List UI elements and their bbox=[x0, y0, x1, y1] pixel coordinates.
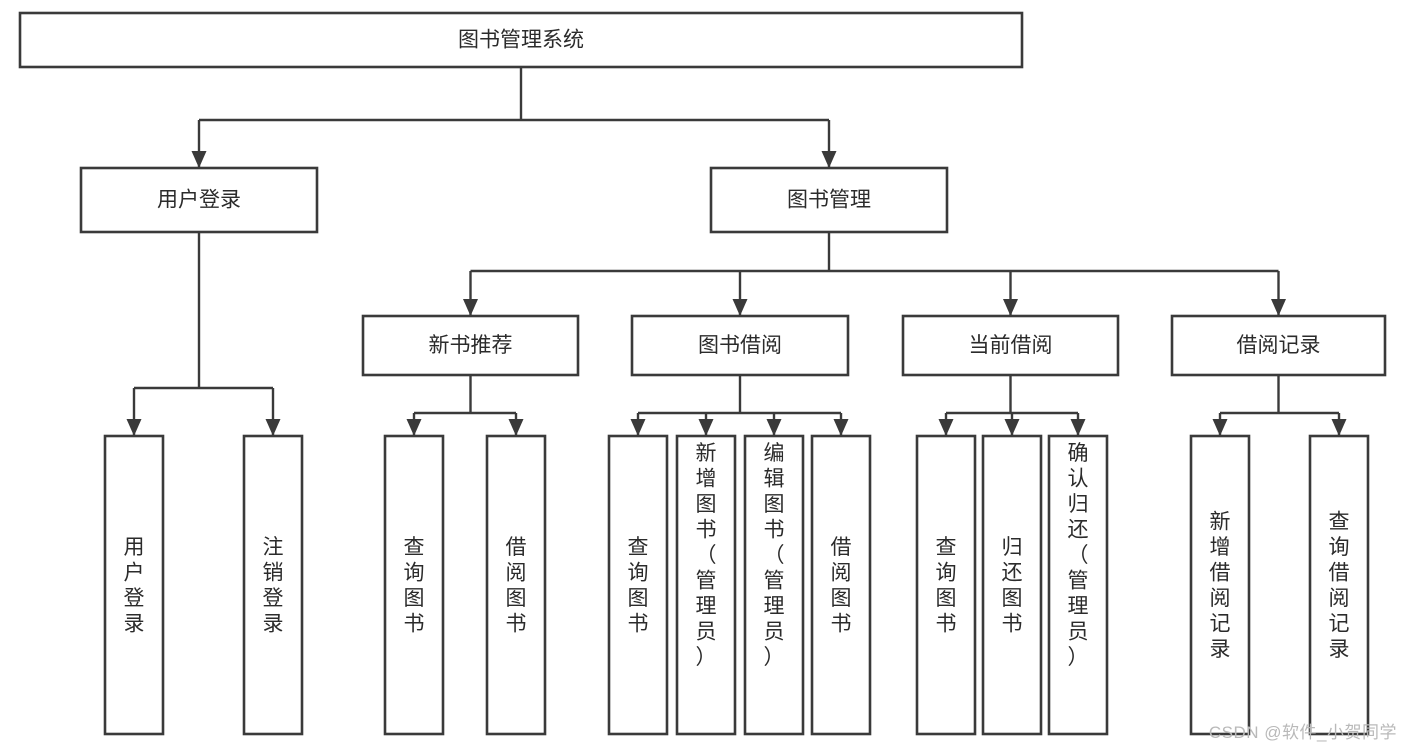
node-leaf-add-book-rect bbox=[675, 434, 737, 736]
node-leaf-borrow-book-2[interactable]: 借阅图书 bbox=[810, 434, 872, 736]
node-leaf-add-record[interactable]: 新增借阅记录 bbox=[1189, 434, 1251, 736]
connector-arrowhead bbox=[821, 151, 837, 168]
node-leaf-query-record-rect bbox=[1308, 434, 1370, 736]
node-root-system[interactable]: 图书管理系统 bbox=[18, 11, 1024, 69]
node-leaf-add-record-label: 新增借阅记录 bbox=[1210, 510, 1231, 661]
node-leaf-add-book-label: 新增图书（管理员） bbox=[696, 442, 717, 669]
node-leaf-query-book-3-label: 查询图书 bbox=[936, 536, 957, 636]
node-new-book-rec-rect bbox=[361, 314, 580, 377]
node-borrow-record-rect bbox=[1170, 314, 1387, 377]
node-leaf-query-book-1-rect bbox=[383, 434, 445, 736]
node-user-login[interactable]: 用户登录 bbox=[79, 166, 319, 234]
connector-arrowhead bbox=[630, 419, 646, 436]
node-leaf-borrow-book-1-rect bbox=[485, 434, 547, 736]
node-leaf-query-record[interactable]: 查询借阅记录 bbox=[1308, 434, 1370, 736]
node-leaf-confirm-return[interactable]: 确认归还（管理员） bbox=[1047, 434, 1109, 736]
node-leaf-query-book-2-rect bbox=[607, 434, 669, 736]
node-leaf-confirm-return-label: 确认归还（管理员） bbox=[1068, 442, 1089, 669]
node-book-manage-label: 图书管理 bbox=[787, 189, 871, 212]
node-user-login-label: 用户登录 bbox=[157, 189, 241, 212]
node-new-book-rec[interactable]: 新书推荐 bbox=[361, 314, 580, 377]
node-leaf-edit-book-label: 编辑图书（管理员） bbox=[764, 442, 785, 669]
connector-arrowhead bbox=[1212, 419, 1228, 436]
node-leaf-borrow-book-1-label: 借阅图书 bbox=[506, 536, 527, 636]
connector-arrowhead bbox=[1070, 419, 1086, 436]
node-leaf-edit-book[interactable]: 编辑图书（管理员） bbox=[743, 434, 805, 736]
node-leaf-query-book-2[interactable]: 查询图书 bbox=[607, 434, 669, 736]
connector-arrowhead bbox=[406, 419, 422, 436]
node-leaf-user-login[interactable]: 用户登录 bbox=[103, 434, 165, 736]
connector-arrowhead bbox=[1004, 419, 1020, 436]
node-leaf-add-book[interactable]: 新增图书（管理员） bbox=[675, 434, 737, 736]
node-book-borrow-rect bbox=[630, 314, 850, 377]
node-book-borrow[interactable]: 图书借阅 bbox=[630, 314, 850, 377]
connector-arrowhead bbox=[191, 151, 207, 168]
connector-arrowhead bbox=[698, 419, 714, 436]
node-leaf-user-login-rect bbox=[103, 434, 165, 736]
connector-arrowhead bbox=[1331, 419, 1347, 436]
connector-arrowhead bbox=[265, 419, 281, 436]
node-leaf-logout-rect bbox=[242, 434, 304, 736]
node-leaf-query-book-1-label: 查询图书 bbox=[404, 536, 425, 636]
node-leaf-logout[interactable]: 注销登录 bbox=[242, 434, 304, 736]
node-leaf-borrow-book-2-rect bbox=[810, 434, 872, 736]
node-leaf-query-book-3[interactable]: 查询图书 bbox=[915, 434, 977, 736]
connectors-layer bbox=[126, 67, 1347, 436]
connector-arrowhead bbox=[833, 419, 849, 436]
node-root-system-label: 图书管理系统 bbox=[458, 29, 584, 52]
connector-arrowhead bbox=[732, 299, 748, 316]
node-borrow-record[interactable]: 借阅记录 bbox=[1170, 314, 1387, 377]
node-leaf-edit-book-rect bbox=[743, 434, 805, 736]
node-leaf-query-book-3-rect bbox=[915, 434, 977, 736]
node-leaf-return-book-rect bbox=[981, 434, 1043, 736]
node-leaf-return-book-label: 归还图书 bbox=[1002, 536, 1023, 636]
connector-arrowhead bbox=[1003, 299, 1018, 316]
node-new-book-rec-label: 新书推荐 bbox=[429, 334, 513, 357]
node-leaf-query-book-1[interactable]: 查询图书 bbox=[383, 434, 445, 736]
node-book-manage-rect bbox=[709, 166, 949, 234]
node-leaf-confirm-return-rect bbox=[1047, 434, 1109, 736]
node-leaf-user-login-label: 用户登录 bbox=[124, 536, 145, 636]
node-leaf-add-record-rect bbox=[1189, 434, 1251, 736]
node-leaf-borrow-book-2-label: 借阅图书 bbox=[831, 536, 852, 636]
node-current-borrow-label: 当前借阅 bbox=[969, 334, 1053, 357]
connector-arrowhead bbox=[463, 299, 478, 316]
connector-arrowhead bbox=[938, 419, 954, 436]
node-book-manage[interactable]: 图书管理 bbox=[709, 166, 949, 234]
node-leaf-query-book-2-label: 查询图书 bbox=[628, 536, 649, 636]
nodes-layer: 图书管理系统用户登录图书管理新书推荐图书借阅当前借阅借阅记录用户登录注销登录查询… bbox=[18, 11, 1387, 736]
node-current-borrow-rect bbox=[901, 314, 1120, 377]
node-leaf-query-record-label: 查询借阅记录 bbox=[1329, 510, 1350, 661]
node-book-borrow-label: 图书借阅 bbox=[698, 334, 782, 357]
node-borrow-record-label: 借阅记录 bbox=[1237, 334, 1321, 357]
node-leaf-return-book[interactable]: 归还图书 bbox=[981, 434, 1043, 736]
node-leaf-borrow-book-1[interactable]: 借阅图书 bbox=[485, 434, 547, 736]
node-user-login-rect bbox=[79, 166, 319, 234]
node-root-system-rect bbox=[18, 11, 1024, 69]
connector-arrowhead bbox=[508, 419, 524, 436]
connector-arrowhead bbox=[126, 419, 142, 436]
connector-arrowhead bbox=[1271, 299, 1286, 316]
connector-arrowhead bbox=[766, 419, 782, 436]
node-current-borrow[interactable]: 当前借阅 bbox=[901, 314, 1120, 377]
node-leaf-logout-label: 注销登录 bbox=[263, 536, 284, 636]
